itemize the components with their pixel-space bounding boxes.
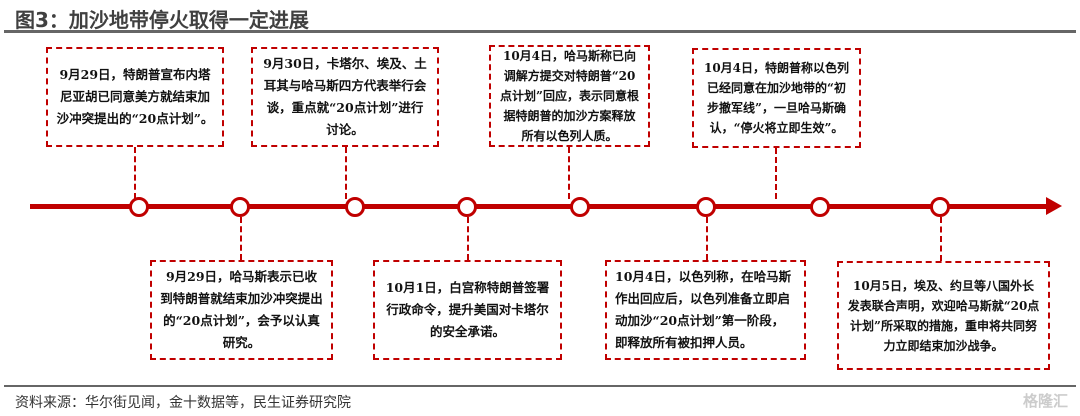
timeline-arrowhead <box>1046 197 1062 215</box>
event-box-top-1: 9月29日，特朗普宣布内塔尼亚胡已同意美方就结束加沙冲突提出的“20点计划”。 <box>46 47 224 147</box>
connector <box>134 147 136 199</box>
connector <box>775 148 777 199</box>
connector <box>568 147 570 199</box>
connector <box>940 217 942 261</box>
connector <box>240 217 242 260</box>
event-box-top-2: 9月30日，卡塔尔、埃及、土耳其与哈马斯四方代表举行会谈，重点就“20点计划”进… <box>251 47 439 147</box>
timeline-node <box>230 197 250 217</box>
timeline-node <box>570 197 590 217</box>
watermark-logo: 格隆汇 <box>1022 392 1068 410</box>
timeline-node <box>696 197 716 217</box>
footer-divider <box>4 385 1076 387</box>
timeline-node <box>810 197 830 217</box>
event-box-top-3: 10月4日，哈马斯称已向调解方提交对特朗普“20点计划”回应，表示同意根据特朗普… <box>489 45 650 147</box>
event-box-bottom-4: 10月5日，埃及、约旦等八国外长发表联合声明，欢迎哈马斯就“20点计划”所采取的… <box>837 261 1050 370</box>
timeline-node <box>457 197 477 217</box>
connector <box>345 147 347 199</box>
event-box-bottom-3: 10月4日，以色列称，在哈马斯作出回应后，以色列准备立即启动加沙“20点计划”第… <box>605 260 806 360</box>
connector <box>467 217 469 260</box>
event-box-top-4: 10月4日，特朗普称以色列已经同意在加沙地带的“初步撤军线”，一旦哈马斯确认，“… <box>692 48 861 148</box>
timeline-node <box>129 197 149 217</box>
timeline-node <box>345 197 365 217</box>
figure-title: 图3：加沙地带停火取得一定进展 <box>15 8 309 32</box>
connector <box>706 217 708 260</box>
event-box-bottom-2: 10月1日，白宫称特朗普签署行政命令，提升美国对卡塔尔的安全承诺。 <box>373 260 562 360</box>
title-divider <box>4 30 1076 33</box>
event-box-bottom-1: 9月29日，哈马斯表示已收到特朗普就结束加沙冲突提出的“20点计划”，会予以认真… <box>150 260 333 360</box>
timeline-axis <box>30 204 1050 209</box>
timeline-node <box>930 197 950 217</box>
source-note: 资料来源：华尔街见闻，金十数据等，民生证券研究院 <box>15 395 351 411</box>
